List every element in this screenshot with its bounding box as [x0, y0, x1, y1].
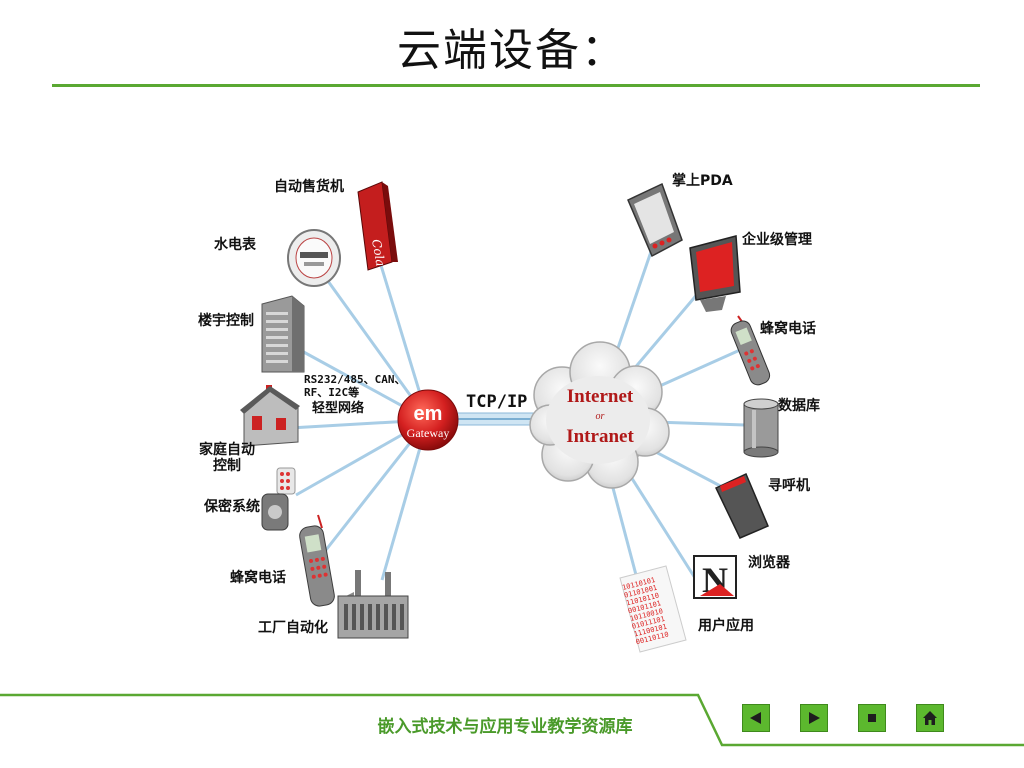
bus-label: RS232/485、CAN、 RF、I2C等 轻型网络: [304, 373, 405, 416]
label-home-2: 控制: [213, 457, 241, 474]
link-meter: [318, 269, 430, 421]
vending-machine-icon: Cola: [357, 181, 398, 271]
factory-icon: [337, 570, 409, 639]
prev-button[interactable]: [742, 704, 770, 732]
triangle-left-icon: [750, 712, 761, 724]
home-icon: [240, 385, 300, 447]
enterprise-management-icon: [689, 235, 741, 312]
page-title: 云端设备：: [397, 25, 627, 76]
cellphone-left-icon: [299, 514, 335, 607]
label-meter: 水电表: [214, 236, 257, 253]
svg-text:轻型网络: 轻型网络: [312, 400, 364, 416]
label-vending: 自动售货机: [274, 178, 344, 195]
user-application-icon: 10110101 01101001 11010110 00101101 1011…: [619, 565, 687, 653]
footer-divider: [0, 693, 1024, 747]
cellphone-right-icon: [730, 315, 771, 386]
svg-text:RS232/485、CAN、: RS232/485、CAN、: [304, 373, 405, 386]
protocol-label: TCP/IP: [466, 392, 527, 412]
home-icon: [923, 711, 937, 725]
triangle-right-icon: [809, 712, 820, 724]
hub-label-bottom: Gateway: [407, 426, 450, 440]
pda-icon: [627, 182, 683, 258]
home-button[interactable]: [916, 704, 944, 732]
svg-text:Cola: Cola: [369, 238, 388, 267]
building-icon: [261, 295, 305, 373]
label-userapp: 用户应用: [698, 617, 754, 634]
label-security: 保密系统: [203, 498, 260, 515]
security-system-icon: [261, 467, 296, 531]
square-stop-icon: [868, 714, 876, 722]
internet-cloud: Internet or Intranet: [529, 341, 670, 489]
label-browser: 浏览器: [748, 554, 791, 571]
label-enterprise: 企业级管理: [741, 231, 812, 248]
label-building: 楼宇控制: [198, 312, 254, 329]
cloud-label-or: or: [596, 411, 605, 422]
hub-label-top: em: [414, 403, 443, 425]
stop-button[interactable]: [858, 704, 886, 732]
label-cellphone-left: 蜂窝电话: [230, 569, 286, 586]
cloud-label-internet: Internet: [567, 386, 634, 407]
label-cellphone-right: 蜂窝电话: [760, 320, 816, 337]
database-icon: [743, 398, 779, 458]
label-pda: 掌上PDA: [672, 172, 733, 189]
label-home-1: 家庭自动: [199, 441, 255, 458]
next-button[interactable]: [800, 704, 828, 732]
label-pager: 寻呼机: [768, 477, 810, 494]
label-database: 数据库: [778, 397, 820, 414]
title-divider: [52, 84, 980, 87]
pager-icon: [714, 472, 769, 539]
svg-text:RF、I2C等: RF、I2C等: [304, 385, 359, 399]
footer-caption: 嵌入式技术与应用专业教学资源库: [377, 717, 633, 737]
cloud-label-intranet: Intranet: [566, 426, 634, 447]
water-electric-meter-icon: [287, 229, 341, 287]
label-factory: 工厂自动化: [258, 619, 328, 636]
browser-icon: N: [693, 555, 737, 600]
em-gateway-hub: em Gateway: [397, 389, 459, 451]
